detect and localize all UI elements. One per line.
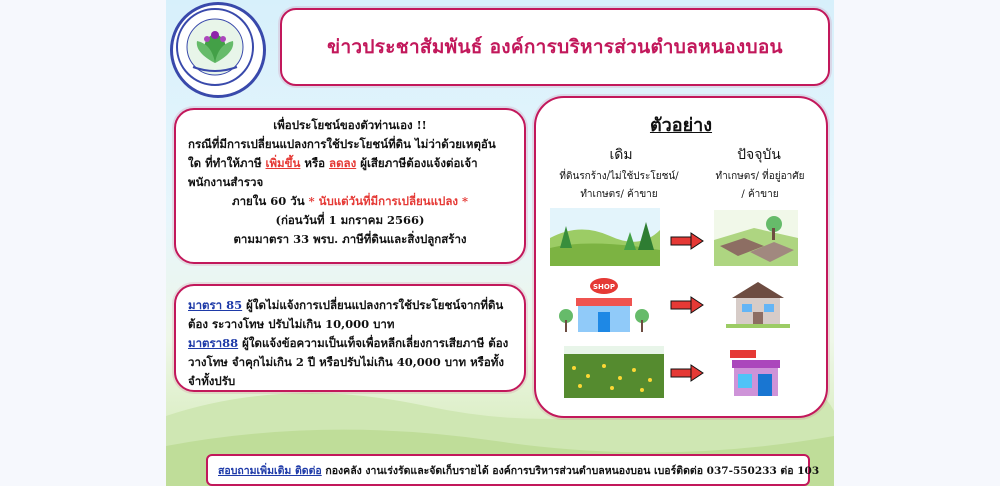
shop-sign-text: SHOP <box>593 283 615 291</box>
lotus-emblem-icon <box>176 8 254 86</box>
increase-text: เพิ่มขึ้น <box>265 156 301 170</box>
or-text: หรือ <box>300 156 330 170</box>
contact-footer: สอบถามเพิ่มเติม ติดต่อ กองคลัง งานเร่งรั… <box>206 454 819 486</box>
section-88: มาตรา88 ผู้ใดแจ้งข้อความเป็นเท็จเพื่อหลี… <box>188 334 512 391</box>
announcement-poster: ข่าวประชาสัมพันธ์ องค์การบริหารส่วนตำบลห… <box>166 0 834 486</box>
decrease-text: ลดลง <box>329 156 357 170</box>
after-heading: ปัจจุบัน <box>737 147 781 163</box>
after-desc-line1: ทำเกษตร/ ที่อยู่อาศัย <box>715 171 805 182</box>
contact-line: สอบถามเพิ่มเติม ติดต่อ กองคลัง งานเร่งรั… <box>218 462 819 479</box>
example-box: ตัวอย่าง เดิม ที่ดินรกร้าง/ไม่ใช้ประโยชน… <box>534 96 828 418</box>
contact-text: กองคลัง งานเร่งรัดและจัดเก็บรายได้ องค์ก… <box>321 465 820 477</box>
section-85-text: ผู้ใดไม่แจ้งการเปลี่ยนแปลงการใช้ประโยชน์… <box>188 298 504 331</box>
after-desc-line2: / ค้าขาย <box>741 189 779 200</box>
before-heading: เดิม <box>609 147 633 163</box>
contact-label: สอบถามเพิ่มเติม ติดต่อ <box>218 465 322 477</box>
arrow-right-icon <box>670 232 704 250</box>
arrow-right-icon <box>670 364 704 382</box>
before-desc-line2: ทำเกษตร/ ค้าขาย <box>580 189 658 200</box>
new-shop-illustration <box>722 344 788 402</box>
before-description: ที่ดินรกร้าง/ไม่ใช้ประโยชน์/ ทำเกษตร/ ค้… <box>544 168 694 204</box>
corn-field-illustration <box>564 346 664 398</box>
farm-plots-illustration <box>714 210 798 266</box>
section-88-text: ผู้ใดแจ้งข้อความเป็นเท็จเพื่อหลีกเลี่ยงก… <box>188 336 509 388</box>
house-illustration <box>722 276 794 332</box>
section-85-label: มาตรา 85 <box>188 298 243 312</box>
notice-body: กรณีที่มีการเปลี่ยนแปลงการใช้ประโยชน์ที่… <box>188 135 512 192</box>
date-note: (ก่อนวันที่ 1 มกราคม 2566) <box>275 213 425 227</box>
before-desc-line1: ที่ดินรกร้าง/ไม่ใช้ประโยชน์/ <box>559 171 679 182</box>
page-title: ข่าวประชาสัมพันธ์ องค์การบริหารส่วนตำบลห… <box>327 36 783 58</box>
after-description: ทำเกษตร/ ที่อยู่อาศัย / ค้าขาย <box>700 168 820 204</box>
deadline-line: ภายใน 60 วัน * นับแต่วันที่มีการเปลี่ยนแ… <box>188 192 512 211</box>
notice-box: เพื่อประโยชน์ของตัวท่านเอง !! กรณีที่มีก… <box>174 108 526 264</box>
title-banner: ข่าวประชาสัมพันธ์ องค์การบริหารส่วนตำบลห… <box>280 8 830 86</box>
notice-body-part1: กรณีที่มีการเปลี่ยนแปลงการใช้ประโยชน์ที่… <box>188 137 496 170</box>
section-85: มาตรา 85 ผู้ใดไม่แจ้งการเปลี่ยนแปลงการใช… <box>188 296 512 334</box>
notice-body-part2: ผู้เสียภาษีต้องแจ้งต่อเจ้า พนักงานสำรวจ <box>188 156 478 189</box>
vacant-land-illustration <box>550 208 660 266</box>
deadline-prefix: ภายใน 60 วัน <box>232 194 309 208</box>
example-title: ตัวอย่าง <box>649 115 713 136</box>
law-reference: ตามมาตรา 33 พรบ. ภาษีที่ดินและสิ่งปลูกสร… <box>233 232 467 246</box>
section-88-label: มาตรา88 <box>188 336 239 350</box>
shop-illustration: SHOP <box>558 270 650 340</box>
arrow-right-icon <box>670 296 704 314</box>
notice-heading: เพื่อประโยชน์ของตัวท่านเอง !! <box>273 118 427 132</box>
penalties-box: มาตรา 85 ผู้ใดไม่แจ้งการเปลี่ยนแปลงการใช… <box>174 284 526 392</box>
deadline-note: * นับแต่วันที่มีการเปลี่ยนแปลง * <box>308 194 468 208</box>
tambon-logo <box>170 2 266 98</box>
